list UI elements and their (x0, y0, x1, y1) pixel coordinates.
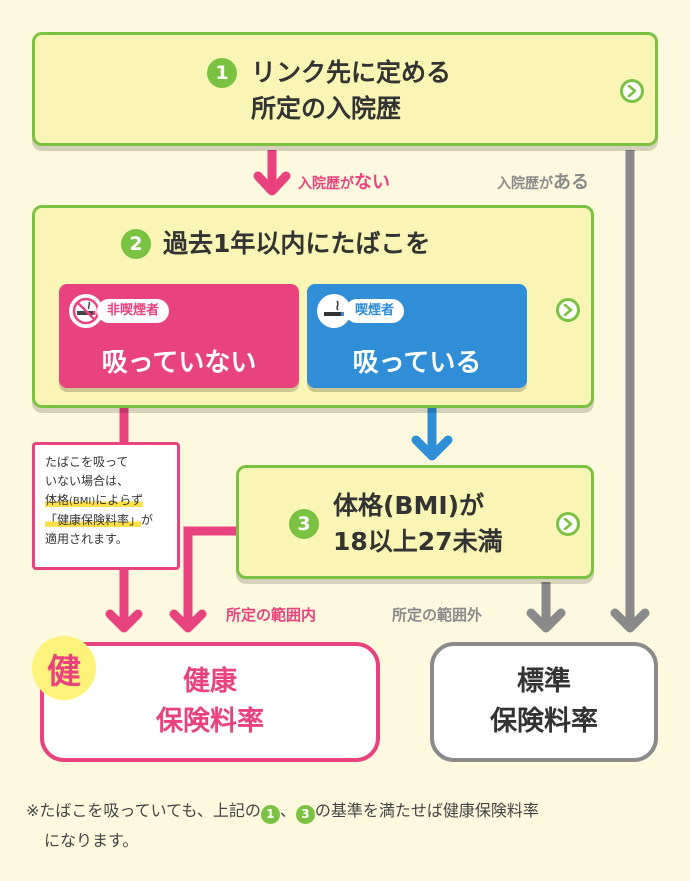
footnote-line2: になります。 (44, 831, 139, 850)
smoker-text: 吸っている (352, 348, 482, 378)
step3-box[interactable]: 3 体格(BMI)が 18以上27未満 (236, 465, 594, 579)
step3-title-line1: 体格(BMI)が (333, 491, 485, 520)
footnote-num1: 1 (260, 804, 280, 824)
no-history-label: 入院歴がない (298, 172, 390, 193)
step2-title: 過去1年以内にたばこを (163, 229, 431, 258)
chevron-right-circle-icon[interactable] (620, 79, 644, 103)
step3-number-badge: 3 (289, 509, 319, 539)
standard-rate-line2: 保険料率 (490, 706, 598, 737)
smoker-card[interactable]: 喫煙者 吸っている (307, 284, 527, 388)
note-line: 「健康保険料率」が (45, 513, 154, 527)
in-range-label: 所定の範囲内 (226, 606, 317, 624)
nonsmoker-text: 吸っていない (101, 348, 257, 378)
has-history-label: 入院歴がある (497, 172, 589, 193)
step1-title-line1: リンク先に定める (251, 58, 452, 87)
step1-box[interactable]: 1 リンク先に定める 所定の入院歴 (32, 32, 658, 146)
note-line: 適用されます。 (45, 532, 128, 546)
step2-box[interactable]: 2 過去1年以内にたばこを 非喫煙者 吸っていない (32, 205, 594, 408)
out-range-label: 所定の範囲外 (392, 606, 483, 624)
note-line: いない場合は、 (45, 474, 130, 488)
step2-number-badge: 2 (121, 229, 151, 259)
nonsmoker-tag: 非喫煙者 (97, 299, 170, 323)
note-line: たばこを吸って (45, 455, 129, 469)
smoker-tag: 喫煙者 (345, 299, 405, 323)
nonsmoker-card[interactable]: 非喫煙者 吸っていない (59, 284, 299, 388)
step1-title-line2: 所定の入院歴 (251, 94, 402, 123)
health-rate-result[interactable]: 健康 保険料率 (40, 642, 380, 762)
chevron-right-circle-icon[interactable] (556, 512, 580, 536)
no-smoking-icon (69, 294, 103, 328)
footnote-num3: 3 (295, 804, 315, 824)
nonsmoker-note: たばこを吸って いない場合は、 体格(BMI)によらず 「健康保険料率」が 適用… (32, 442, 180, 570)
health-rate-line1: 健康 (183, 666, 237, 697)
note-line: 体格(BMI)によらず (45, 493, 144, 507)
standard-rate-result[interactable]: 標準 保険料率 (430, 642, 658, 762)
step1-number-badge: 1 (207, 58, 237, 88)
standard-rate-line1: 標準 (517, 666, 571, 697)
health-badge: 健 (32, 636, 96, 700)
chevron-right-circle-icon[interactable] (556, 298, 580, 322)
step3-title-line2: 18以上27未満 (333, 527, 503, 556)
health-rate-line2: 保険料率 (156, 706, 264, 737)
